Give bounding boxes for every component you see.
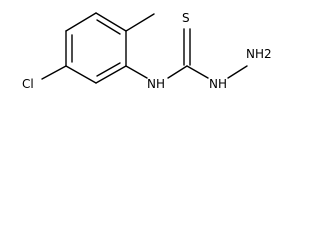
terminal-amine-label: NH2 xyxy=(246,47,272,61)
ring-double-bond-c1-c2 xyxy=(96,19,121,35)
ring-double-bond-c3-c4 xyxy=(96,62,121,77)
nitrogen-nitrogen-bond xyxy=(227,65,248,79)
nitrogen-carbon-bond xyxy=(167,65,188,79)
chemical-structure: Cl NH S NH NH2 xyxy=(22,11,272,91)
benzene-ring xyxy=(65,12,127,84)
chlorine-label: Cl xyxy=(22,77,34,91)
aryl-nitrogen-bond xyxy=(125,65,148,79)
ring-bond-c4-c5 xyxy=(65,65,97,84)
ring-bond-c3-c4 xyxy=(95,65,127,84)
carbon-hydrazine-bond xyxy=(186,65,209,79)
chlorine-bond xyxy=(41,65,67,80)
ring-bond-c6-c1 xyxy=(65,12,97,32)
ring-bond-c1-c2 xyxy=(95,12,127,32)
hydrazine-nitrogen-label: NH xyxy=(209,77,227,91)
sulfur-label: S xyxy=(182,11,190,25)
methyl-bond xyxy=(125,13,155,32)
amide-nitrogen-label: NH xyxy=(147,77,165,91)
